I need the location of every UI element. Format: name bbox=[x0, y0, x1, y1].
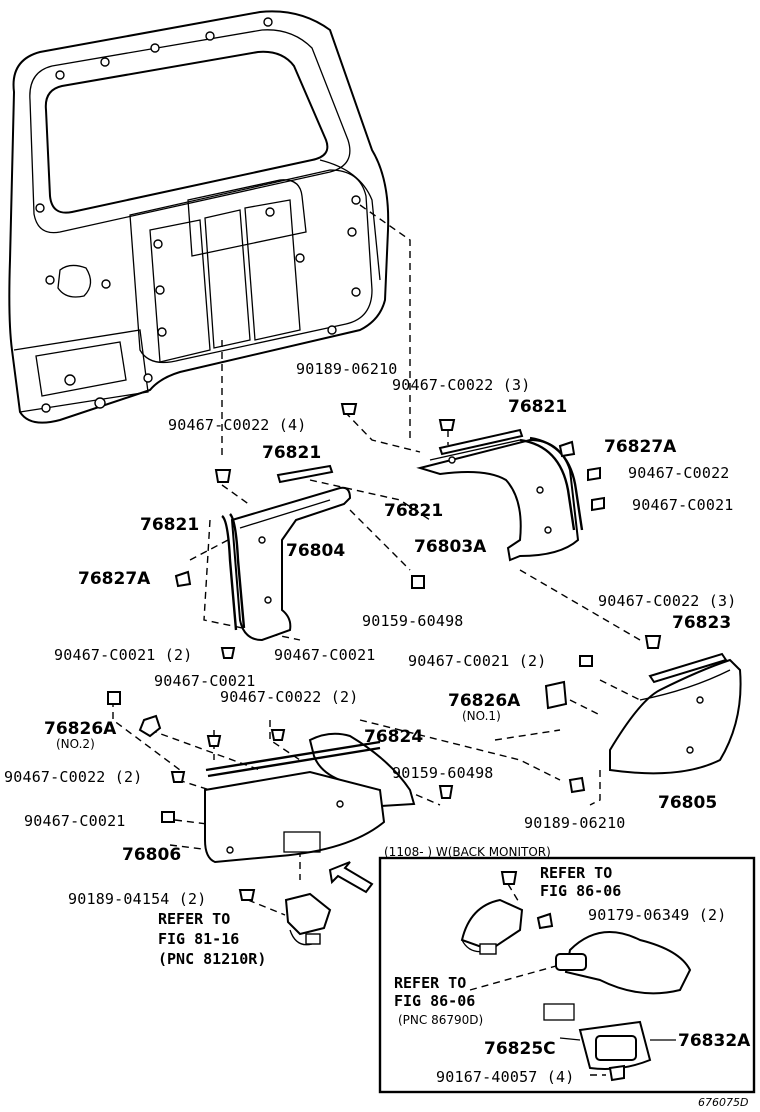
trim-76805 bbox=[609, 652, 742, 775]
trim-76824 bbox=[205, 732, 416, 808]
label-76826a-left-note: (NO.2) bbox=[56, 737, 95, 751]
label-76824: 76824 bbox=[364, 727, 423, 747]
refer-fig-86-06-top-line1: REFER TO bbox=[540, 864, 612, 882]
back-monitor-inset bbox=[378, 856, 756, 1094]
label-76821-left: 76821 bbox=[140, 515, 199, 535]
label-90467-c0021-right: 90467-C0021 bbox=[632, 496, 734, 514]
label-90467-c0021-lower: 90467-C0021 bbox=[154, 672, 256, 690]
label-90467-c0022-2-mid: 90467-C0022 (2) bbox=[220, 688, 358, 706]
back-door-panel bbox=[8, 10, 390, 424]
label-90467-c0021-low: 90467-C0021 bbox=[24, 812, 126, 830]
arrow-to-inset-icon bbox=[328, 861, 374, 894]
label-90467-c0022-4: 90467-C0022 (4) bbox=[168, 416, 306, 434]
labels: 90189-06210 90467-C0022 (3) 76821 76827A… bbox=[4, 360, 751, 1109]
refer-fig-86-06-bot-line2: FIG 86-06 bbox=[394, 992, 475, 1010]
label-76821-mid: 76821 bbox=[262, 443, 321, 463]
label-90189-06210-low: 90189-06210 bbox=[524, 814, 626, 832]
refer-fig-86-06-bot-line1: REFER TO bbox=[394, 974, 466, 992]
label-90189-06210-top: 90189-06210 bbox=[296, 360, 398, 378]
label-90159-60498-mid: 90159-60498 bbox=[362, 612, 464, 630]
refer-fig-81-16-line3: (PNC 81210R) bbox=[158, 950, 266, 968]
label-76821-center: 76821 bbox=[384, 501, 443, 521]
label-90467-c0022-3-top: 90467-C0022 (3) bbox=[392, 376, 530, 394]
refer-fig-86-06-top-line2: FIG 86-06 bbox=[540, 882, 621, 900]
label-76826a-right: 76826A bbox=[448, 691, 521, 711]
label-90467-c0022-right: 90467-C0022 bbox=[628, 464, 730, 482]
trim-76803a bbox=[416, 428, 584, 562]
trim-76804 bbox=[221, 464, 352, 642]
label-90467-c0021-2-right: 90467-C0021 (2) bbox=[408, 652, 546, 670]
trim-76806 bbox=[204, 770, 386, 864]
label-90467-c0022-2-left: 90467-C0022 (2) bbox=[4, 768, 142, 786]
inset-title: (1108- ) W(BACK MONITOR) bbox=[384, 845, 551, 859]
label-76804: 76804 bbox=[286, 541, 345, 561]
label-76827a-left: 76827A bbox=[78, 569, 151, 589]
label-90159-60498-low: 90159-60498 bbox=[392, 764, 494, 782]
label-76827a-right: 76827A bbox=[604, 437, 677, 457]
label-76832a: 76832A bbox=[678, 1031, 751, 1051]
label-76823: 76823 bbox=[672, 613, 731, 633]
refer-fig-81-16-line2: FIG 81-16 bbox=[158, 930, 239, 948]
camera-bracket bbox=[284, 892, 332, 946]
diagram-code: 676075D bbox=[698, 1096, 748, 1109]
label-90189-04154: 90189-04154 (2) bbox=[68, 890, 206, 908]
label-76803a: 76803A bbox=[414, 537, 487, 557]
label-76821-top: 76821 bbox=[508, 397, 567, 417]
label-76826a-left: 76826A bbox=[44, 719, 117, 739]
label-90167-40057: 90167-40057 (4) bbox=[436, 1068, 574, 1086]
label-90467-c0021-center: 90467-C0021 bbox=[274, 646, 376, 664]
label-90467-c0022-3-right: 90467-C0022 (3) bbox=[598, 592, 736, 610]
label-76806: 76806 bbox=[122, 845, 181, 865]
label-90467-c0021-2-left: 90467-C0021 (2) bbox=[54, 646, 192, 664]
inset-frame bbox=[378, 856, 756, 1094]
label-76805: 76805 bbox=[658, 793, 717, 813]
label-76826a-right-note: (NO.1) bbox=[462, 709, 501, 723]
refer-fig-86-06-bot-line3: (PNC 86790D) bbox=[398, 1013, 483, 1027]
refer-fig-81-16-line1: REFER TO bbox=[158, 910, 230, 928]
label-76825c: 76825C bbox=[484, 1039, 556, 1059]
fasteners bbox=[107, 403, 662, 901]
label-90179-06349: 90179-06349 (2) bbox=[588, 906, 726, 924]
